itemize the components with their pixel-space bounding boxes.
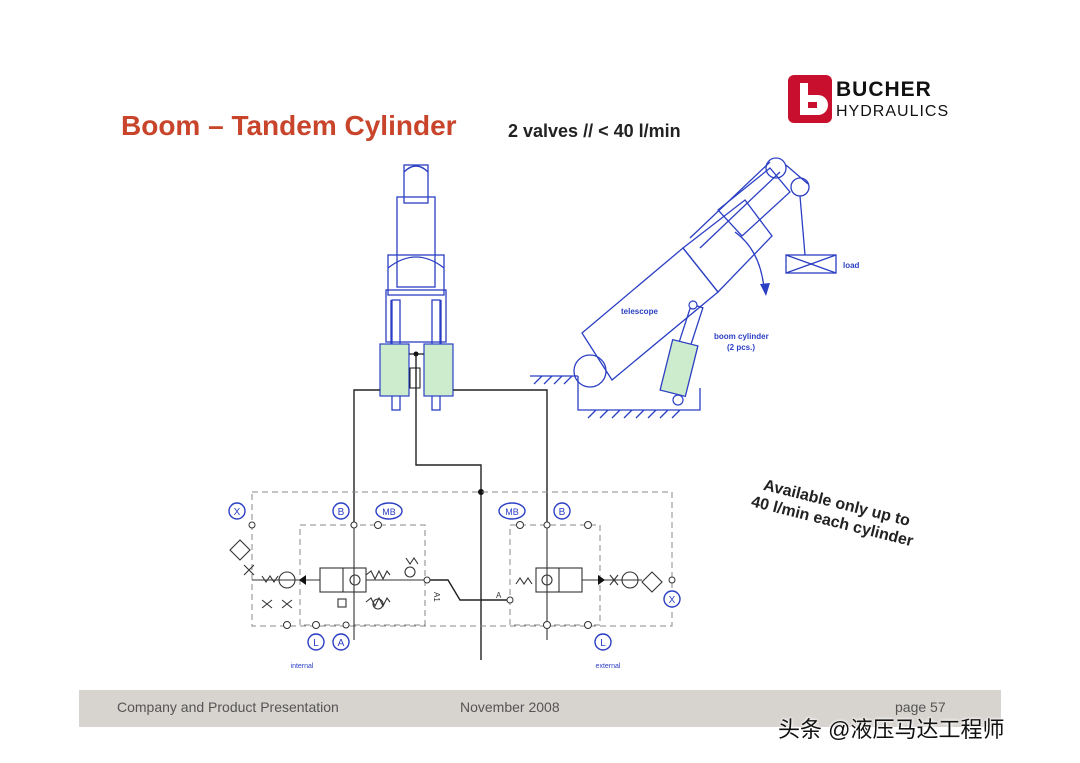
page-subtitle: 2 valves // < 40 l/min bbox=[508, 121, 681, 141]
logo-text-hydraulics: HYDRAULICS bbox=[836, 103, 950, 120]
port-b-right: B bbox=[559, 507, 566, 518]
port-l-right: L bbox=[600, 638, 606, 649]
port-x-left: X bbox=[234, 507, 241, 518]
line-label-a1: A1 bbox=[432, 592, 441, 602]
boom-label-load: load bbox=[843, 261, 860, 270]
boom-label-telescope: telescope bbox=[621, 307, 658, 316]
port-x-right: X bbox=[669, 595, 676, 606]
left-valve-block bbox=[229, 525, 427, 640]
footer-bar bbox=[79, 690, 1001, 727]
tandem-cylinder bbox=[385, 164, 447, 411]
port-mb-left: MB bbox=[382, 507, 396, 517]
label-internal: internal bbox=[291, 663, 314, 670]
bucher-logo bbox=[788, 75, 832, 123]
boom-schematic bbox=[530, 157, 837, 419]
port-mb-right: MB bbox=[505, 507, 519, 517]
boom-label-cylinder: boom cylinder bbox=[714, 332, 769, 341]
boom-label-cylinder-count: (2 pcs.) bbox=[727, 343, 755, 352]
port-l-left: L bbox=[313, 638, 319, 649]
line-label-a: A bbox=[496, 591, 502, 600]
right-valve-block bbox=[515, 525, 663, 640]
footer-date: November 2008 bbox=[460, 699, 560, 715]
port-b-left: B bbox=[338, 507, 345, 518]
port-a-left: A bbox=[338, 638, 345, 649]
footer-company: Company and Product Presentation bbox=[117, 699, 339, 715]
page-title: Boom – Tandem Cylinder bbox=[121, 110, 457, 141]
hydraulic-lines bbox=[353, 354, 548, 660]
footer-page-number: page 57 bbox=[895, 699, 946, 715]
label-external: external bbox=[596, 663, 621, 670]
logo-text-bucher: BUCHER bbox=[836, 78, 932, 101]
watermark: 头条 @液压马达工程师 bbox=[778, 717, 1005, 742]
